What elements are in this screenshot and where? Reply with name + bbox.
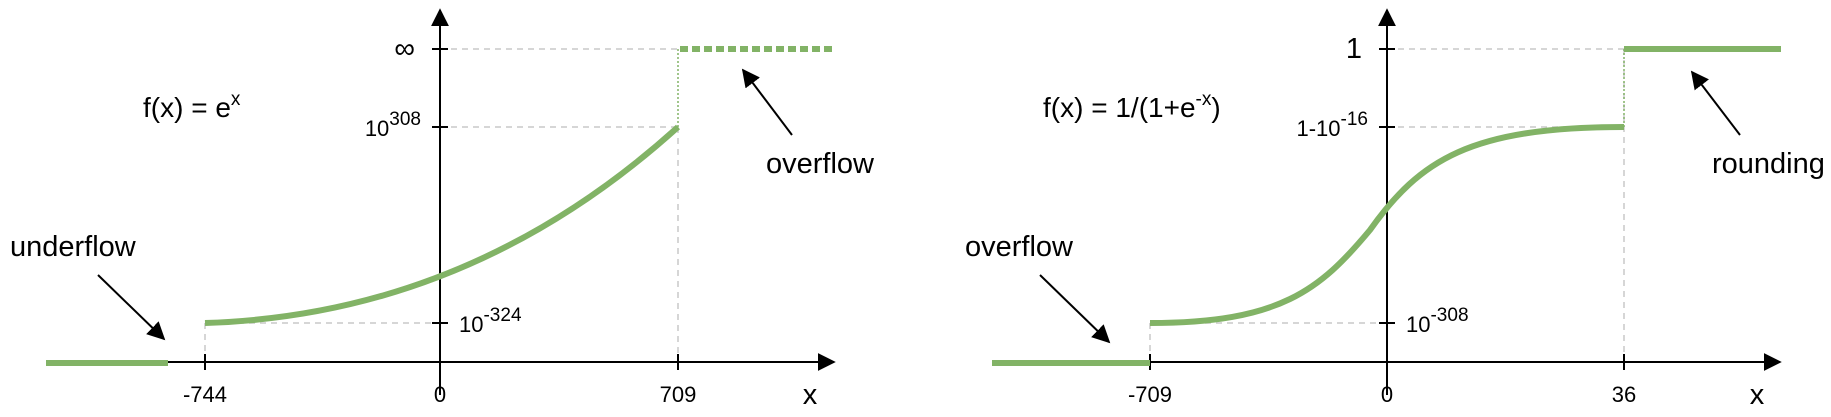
annotation-overflow: overflow bbox=[766, 148, 875, 180]
tick-marks bbox=[204, 48, 679, 370]
y-tick-label-one: 1 bbox=[1346, 33, 1362, 65]
x-axis-label: x bbox=[803, 379, 818, 411]
x-tick-label: 0 bbox=[434, 382, 446, 407]
arrow-rounding bbox=[1690, 70, 1741, 136]
annotation-rounding: rounding bbox=[1712, 148, 1825, 180]
x-axis-label: x bbox=[1750, 379, 1765, 411]
x-tick-label: 709 bbox=[660, 382, 697, 407]
exp-curve bbox=[204, 124, 681, 326]
y-tick-label-min: 10-324 bbox=[459, 305, 522, 337]
annotation-overflow: overflow bbox=[965, 231, 1074, 263]
arrow-overflow bbox=[1039, 274, 1111, 344]
x-tick-label: 36 bbox=[1612, 382, 1636, 407]
y-tick-label-max: 10308 bbox=[365, 109, 421, 141]
x-tick-label: -744 bbox=[183, 382, 227, 407]
x-tick-label: 0 bbox=[1381, 382, 1393, 407]
guide-lines bbox=[1149, 48, 1625, 362]
panel-sigmoid: -709 0 36 x 1 1-10-16 10-308 f(x) = 1/(1… bbox=[965, 8, 1825, 411]
annotation-underflow: underflow bbox=[10, 231, 137, 263]
y-tick-label-infinity: ∞ bbox=[394, 33, 415, 65]
formula-sigmoid: f(x) = 1/(1+e-x) bbox=[1043, 89, 1221, 123]
arrow-overflow bbox=[741, 68, 793, 136]
y-tick-label-near-one: 1-10-16 bbox=[1296, 109, 1368, 141]
arrow-underflow bbox=[97, 274, 166, 341]
y-tick-label-min: 10-308 bbox=[1406, 305, 1469, 337]
formula-exp: f(x) = ex bbox=[143, 89, 241, 123]
guide-lines bbox=[204, 48, 679, 362]
x-tick-label: -709 bbox=[1128, 382, 1172, 407]
panel-exp: -744 0 709 x ∞ 10308 10-324 f(x) = ex un… bbox=[10, 8, 875, 411]
sigmoid-curve bbox=[1149, 124, 1625, 326]
